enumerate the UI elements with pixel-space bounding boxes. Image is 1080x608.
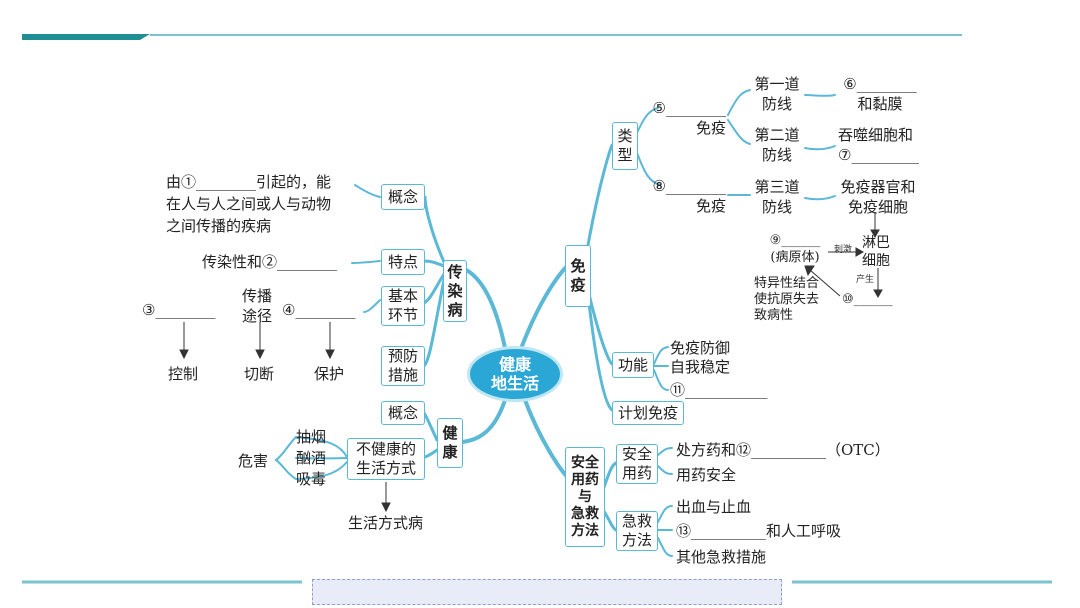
prevention-arrows [179, 322, 391, 513]
aid-bleeding: 出血与止血 [676, 498, 752, 516]
func-blank: ⑪___________ [670, 381, 768, 399]
specific-immunity: ⑧________ 免疫 [652, 177, 726, 215]
lifestyle-disease: 生活方式病 [348, 514, 424, 532]
specific-binding-text: 特异性结合 使抗原失去 致病性 [754, 276, 820, 323]
prevent-action-cut: 切断 [244, 365, 275, 383]
infectious-prevent-box: 预防 措施 [381, 346, 425, 386]
infectious-feature-box: 特点 [381, 249, 425, 275]
harm-smoking: 抽烟 [296, 428, 327, 446]
nonspecific-immunity: ⑤________ 免疫 [652, 99, 726, 137]
planned-immunity-box: 计划免疫 [612, 401, 684, 425]
infectious-concept-line2: 在人与人之间或人与动物 [166, 195, 332, 213]
header-accent-bar [22, 34, 150, 40]
func-defense: 免疫防御 [670, 339, 731, 357]
susceptible-host: ④________ [282, 301, 356, 319]
transmission-route: 传播 途径 [242, 287, 273, 325]
infectious-root: 传 染 病 [443, 260, 467, 322]
safety-root: 安全 用药 与 急救 方法 [565, 447, 605, 547]
first-aid-box: 急救 方法 [616, 511, 658, 551]
infectious-feature-text: 传染性和②________ [202, 253, 338, 271]
lymphocyte-label: 淋巴 细胞 [862, 235, 890, 269]
safe-item-prescription: 处方药和⑫__________（OTC） [676, 441, 890, 459]
second-defense-detail: 吞噬细胞和 ⑦_________ [838, 126, 919, 164]
antigen-label: ⑨______ (病原体) [769, 233, 821, 265]
unhealthy-lifestyle-box: 不健康的 生活方式 [347, 438, 425, 480]
second-defense-line: 第二道 防线 [754, 126, 800, 164]
harm-drugs: 吸毒 [296, 470, 327, 488]
infection-source: ③________ [142, 301, 216, 319]
aid-other: 其他急救措施 [676, 548, 767, 566]
immunity-root: 免 疫 [565, 245, 591, 307]
stimulate-label: 刺激 [834, 245, 853, 255]
infectious-links-box: 基本 环节 [381, 286, 425, 326]
leaf-branches [274, 89, 836, 557]
antibody-label: ⑩______ [842, 292, 893, 307]
footer-placeholder [312, 579, 782, 605]
center-node: 健康 地生活 [467, 346, 563, 402]
immune-flow-arrows [804, 212, 883, 299]
infectious-concept-line3: 之间传播的疾病 [166, 217, 272, 235]
immunity-type-box: 类 型 [612, 122, 638, 170]
health-concept-box: 概念 [381, 401, 425, 425]
immunity-function-box: 功能 [612, 352, 654, 378]
first-defense-line: 第一道 防线 [754, 75, 800, 113]
infectious-concept-box: 概念 [381, 184, 425, 210]
safe-item-usage: 用药安全 [676, 466, 737, 484]
harm-label: 危害 [238, 452, 269, 470]
health-root: 健 康 [437, 418, 463, 468]
prevent-action-control: 控制 [168, 365, 199, 383]
third-defense-line: 第三道 防线 [754, 178, 800, 216]
produce-label: 产生 [856, 275, 875, 285]
infectious-concept-line1: 由①________引起的，能 [166, 173, 332, 191]
third-defense-detail: 免疫器官和 免疫细胞 [840, 178, 916, 216]
safe-medication-box: 安全 用药 [616, 444, 658, 484]
aid-cpr: ⑬__________和人工呼吸 [676, 522, 842, 540]
first-defense-detail: ⑥________ 和黏膜 [843, 75, 917, 113]
prevent-action-protect: 保护 [314, 365, 345, 383]
harm-alcohol: 酗酒 [296, 449, 327, 467]
func-stability: 自我稳定 [670, 358, 731, 376]
